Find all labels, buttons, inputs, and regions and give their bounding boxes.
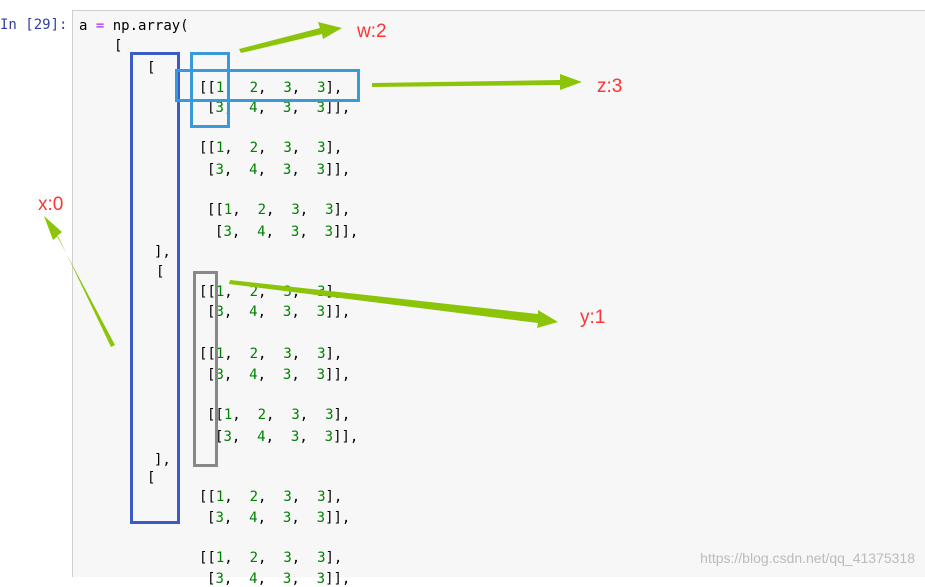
block-open-1: [ xyxy=(147,60,156,76)
array-row-first: [[1, 2, 3, 3], xyxy=(207,202,351,218)
watermark: https://blog.csdn.net/qq_41375318 xyxy=(700,550,915,566)
array-row-first: [[1, 2, 3, 3], xyxy=(207,407,351,423)
w-axis-box xyxy=(190,52,230,128)
code-cell[interactable] xyxy=(72,10,925,577)
y-arrow-icon xyxy=(229,280,558,328)
array-row-second: [3, 4, 3, 3]], xyxy=(207,162,351,178)
array-row-second: [3, 4, 3, 3]], xyxy=(215,224,359,240)
block-close-2: ], xyxy=(154,452,171,468)
y-axis-box xyxy=(193,271,218,467)
y-axis-label: y:1 xyxy=(580,307,606,328)
array-row-first: [[1, 2, 3, 3], xyxy=(199,140,343,156)
array-row-first: [[1, 2, 3, 3], xyxy=(199,346,343,362)
z-axis-label: z:3 xyxy=(597,76,623,97)
block-close-1: ], xyxy=(154,244,171,260)
block-open-2: [ xyxy=(156,264,165,280)
z-axis-box xyxy=(175,69,360,102)
array-row-first: [[1, 2, 3, 3], xyxy=(199,550,343,566)
w-arrow-icon xyxy=(239,22,342,53)
array-row-second: [3, 4, 3, 3]], xyxy=(207,367,351,383)
x-axis-box xyxy=(130,52,180,524)
array-row-first: [[1, 2, 3, 3], xyxy=(199,80,343,96)
z-arrow-icon xyxy=(372,74,582,90)
array-row-first: [[1, 2, 3, 3], xyxy=(199,489,343,505)
array-row-second: [3, 4, 3, 3]], xyxy=(215,429,359,445)
outer-bracket-open: [ xyxy=(114,38,123,54)
x-arrow-icon xyxy=(44,216,115,347)
block-open-3: [ xyxy=(147,470,156,486)
array-row-second: [3, 4, 3, 3]], xyxy=(207,304,351,320)
code-line-assignment: a = np.array( xyxy=(79,18,189,34)
cell-prompt: In [29]: xyxy=(0,17,68,33)
w-axis-label: w:2 xyxy=(357,21,387,42)
x-axis-label: x:0 xyxy=(38,194,64,215)
array-row-second: [3, 4, 3, 3]], xyxy=(207,510,351,526)
